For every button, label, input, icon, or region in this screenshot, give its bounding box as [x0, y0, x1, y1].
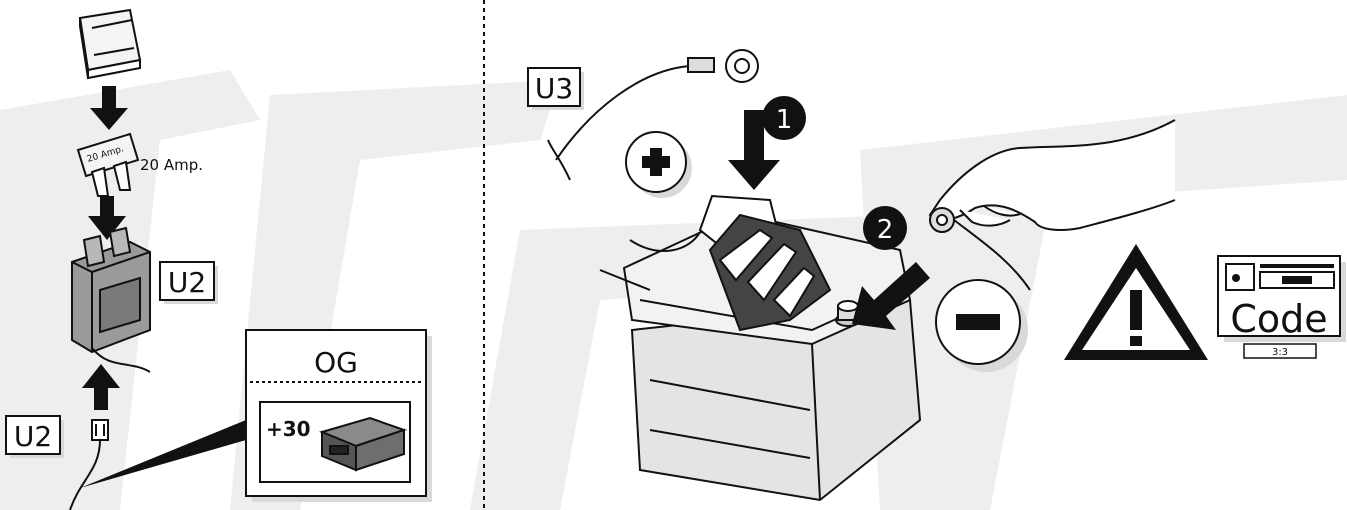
code-value: 3:3 — [1272, 347, 1288, 358]
code-label: Code — [1230, 297, 1327, 341]
fuse-rating-label: 20 Amp. — [140, 156, 203, 174]
plus-terminal-icon — [626, 132, 692, 198]
fuse-holder-cover — [80, 10, 140, 78]
connector-u2-bottom-label: U2 — [6, 416, 64, 458]
svg-text:U3: U3 — [535, 72, 573, 105]
connector-u2-top-label: U2 — [160, 262, 218, 304]
svg-text:1: 1 — [776, 105, 793, 135]
og-terminal-label: +30 — [266, 417, 311, 441]
code-display-icon: Code 3:3 — [1218, 256, 1346, 358]
warning-icon — [1064, 244, 1208, 360]
og-box: OG +30 — [246, 330, 432, 502]
og-box-title: OG — [314, 346, 358, 379]
svg-text:U2: U2 — [14, 420, 52, 453]
svg-text:2: 2 — [877, 215, 894, 245]
step-1-badge: 1 — [762, 96, 806, 140]
connector-u3-label: U3 — [528, 68, 584, 110]
svg-text:U2: U2 — [168, 266, 206, 299]
step-2-badge: 2 — [863, 206, 907, 250]
